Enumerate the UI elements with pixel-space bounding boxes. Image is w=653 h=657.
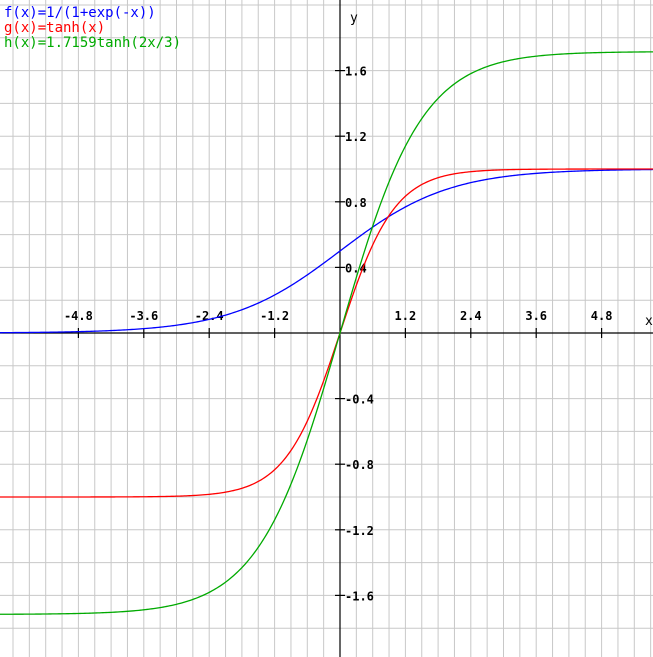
y-tick-label-0: 1.6 — [345, 65, 367, 79]
x-tick-label-3: -1.2 — [260, 309, 289, 323]
x-tick-label-5: 2.4 — [460, 309, 482, 323]
x-tick-label-6: 3.6 — [525, 309, 547, 323]
legend-entry-0: f(x)=1/(1+exp(-x)) — [4, 5, 156, 21]
ticks: -4.8 -3.6 -2.4 -1.2 1.2 2.4 3.6 4.8 1.6 1.2 0.8 0.4… — [64, 65, 612, 604]
x-tick-label-7: 4.8 — [591, 309, 613, 323]
x-tick-label-4: 1.2 — [395, 309, 417, 323]
legend-entry-1: g(x)=tanh(x) — [4, 20, 105, 36]
series-line-2 — [0, 51, 653, 615]
y-tick-label-7: -1.6 — [345, 589, 374, 603]
y-axis-label: y — [350, 11, 358, 26]
x-tick-label-0: -4.8 — [64, 309, 93, 323]
x-axis-label: x — [645, 314, 653, 329]
y-tick-label-4: -0.4 — [345, 393, 374, 407]
series-line-0 — [0, 168, 653, 334]
y-tick-label-5: -0.8 — [345, 458, 374, 472]
legend-entry-2: h(x)=1.7159tanh(2x/3) — [4, 35, 181, 51]
x-tick-label-2: -2.4 — [195, 309, 224, 323]
y-tick-label-2: 0.8 — [345, 196, 367, 210]
curves — [0, 51, 653, 615]
legend: f(x)=1/(1+exp(-x))g(x)=tanh(x)h(x)=1.715… — [4, 5, 181, 51]
series-line-1 — [0, 168, 653, 498]
x-tick-label-1: -3.6 — [129, 309, 158, 323]
y-tick-label-6: -1.2 — [345, 524, 374, 538]
y-tick-label-1: 1.2 — [345, 130, 367, 144]
y-tick-label-3: 0.4 — [345, 261, 367, 275]
